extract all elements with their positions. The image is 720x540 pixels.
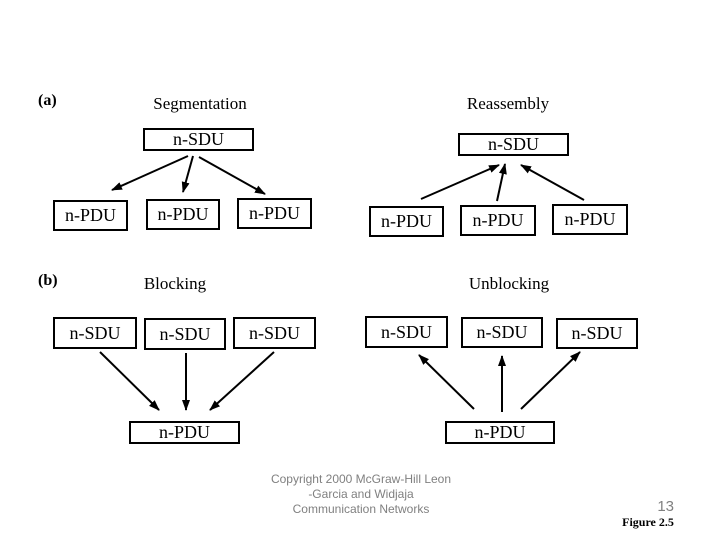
reassembly-arrow-left — [420, 164, 500, 200]
copyright-line-3: Communication Networks — [292, 502, 430, 516]
blocking-sdu-box-3: n-SDU — [233, 317, 316, 349]
reassembly-pdu-box-1: n-PDU — [369, 206, 444, 237]
blocking-title: Blocking — [143, 274, 207, 293]
unblocking-title: Unblocking — [468, 274, 550, 293]
reassembly-title: Reassembly — [466, 94, 550, 113]
reassembly-pdu-box-3: n-PDU — [552, 204, 628, 235]
unblocking-pdu-box: n-PDU — [445, 421, 555, 444]
copyright-line-2: -Garcia and Widjaja — [308, 487, 414, 501]
blocking-arrow-right — [209, 351, 275, 411]
blocking-sdu-box-1: n-SDU — [53, 317, 137, 349]
unblocking-arrow-right — [520, 351, 581, 410]
copyright-notice: Copyright 2000 McGraw-Hill Leon -Garcia … — [241, 472, 481, 517]
segmentation-pdu-box-3: n-PDU — [237, 198, 312, 229]
segmentation-pdu-box-2: n-PDU — [146, 199, 220, 230]
unblocking-sdu-box-1: n-SDU — [365, 316, 448, 348]
panel-a-label: (a) — [38, 92, 57, 109]
unblocking-arrow-left — [418, 354, 475, 410]
reassembly-sdu-box: n-SDU — [458, 133, 569, 156]
blocking-sdu-box-2: n-SDU — [144, 318, 226, 350]
segmentation-arrow-left — [111, 155, 189, 191]
panel-b-label: (b) — [38, 272, 58, 289]
figure-label: Figure 2.5 — [622, 515, 674, 529]
unblocking-sdu-box-3: n-SDU — [556, 318, 638, 349]
reassembly-pdu-box-2: n-PDU — [460, 205, 536, 236]
page-number: 13 — [657, 498, 674, 515]
segmentation-sdu-box: n-SDU — [143, 128, 254, 151]
segmentation-arrow-right — [198, 156, 266, 195]
blocking-pdu-box: n-PDU — [129, 421, 240, 444]
unblocking-sdu-box-2: n-SDU — [461, 317, 543, 348]
copyright-line-1: Copyright 2000 McGraw-Hill Leon — [270, 472, 452, 486]
blocking-arrow-left — [99, 351, 160, 411]
reassembly-arrow-middle — [496, 163, 507, 202]
segmentation-title: Segmentation — [153, 94, 247, 113]
segmentation-pdu-box-1: n-PDU — [53, 200, 128, 231]
segmentation-arrow-middle — [181, 155, 194, 193]
reassembly-arrow-right — [520, 164, 585, 201]
